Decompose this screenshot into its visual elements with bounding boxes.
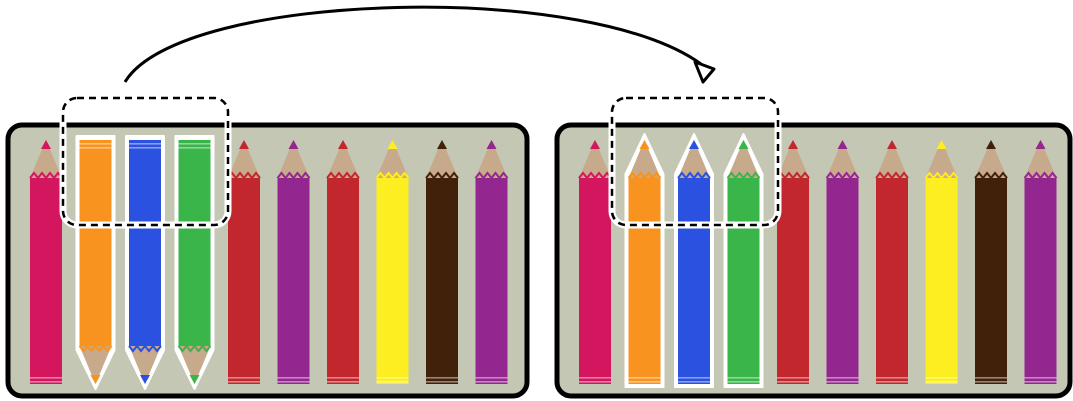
pencil-after-1-highlighted <box>626 134 664 387</box>
pencil-before-6 <box>327 140 359 384</box>
pencil-after-5 <box>827 140 859 384</box>
pencil-before-9 <box>476 140 508 384</box>
pencil-after-7 <box>926 140 958 384</box>
pencil-after-0 <box>579 140 611 384</box>
pencil-after-inner-3 <box>728 140 760 384</box>
pencil-before-4 <box>228 140 260 384</box>
pencil-before-0 <box>30 140 62 384</box>
pencil-after-3-highlighted <box>725 134 763 387</box>
pencil-before-7 <box>377 140 409 384</box>
pencil-after-inner-2 <box>678 140 710 384</box>
pencil-after-2-highlighted <box>675 134 713 387</box>
pencil-before-2-flipped <box>126 136 164 389</box>
arrow-head-icon <box>695 62 714 82</box>
pencil-after-inner-1 <box>629 140 661 384</box>
pencil-before-8 <box>426 140 458 384</box>
pencil-after-9 <box>1025 140 1057 384</box>
pencil-after-6 <box>876 140 908 384</box>
move-arrow <box>125 7 706 82</box>
pencil-after-8 <box>975 140 1007 384</box>
pencil-before-1-flipped <box>77 136 115 389</box>
pencil-after-4 <box>777 140 809 384</box>
pencil-before-5 <box>278 140 310 384</box>
pencil-before-3-flipped <box>176 136 214 389</box>
